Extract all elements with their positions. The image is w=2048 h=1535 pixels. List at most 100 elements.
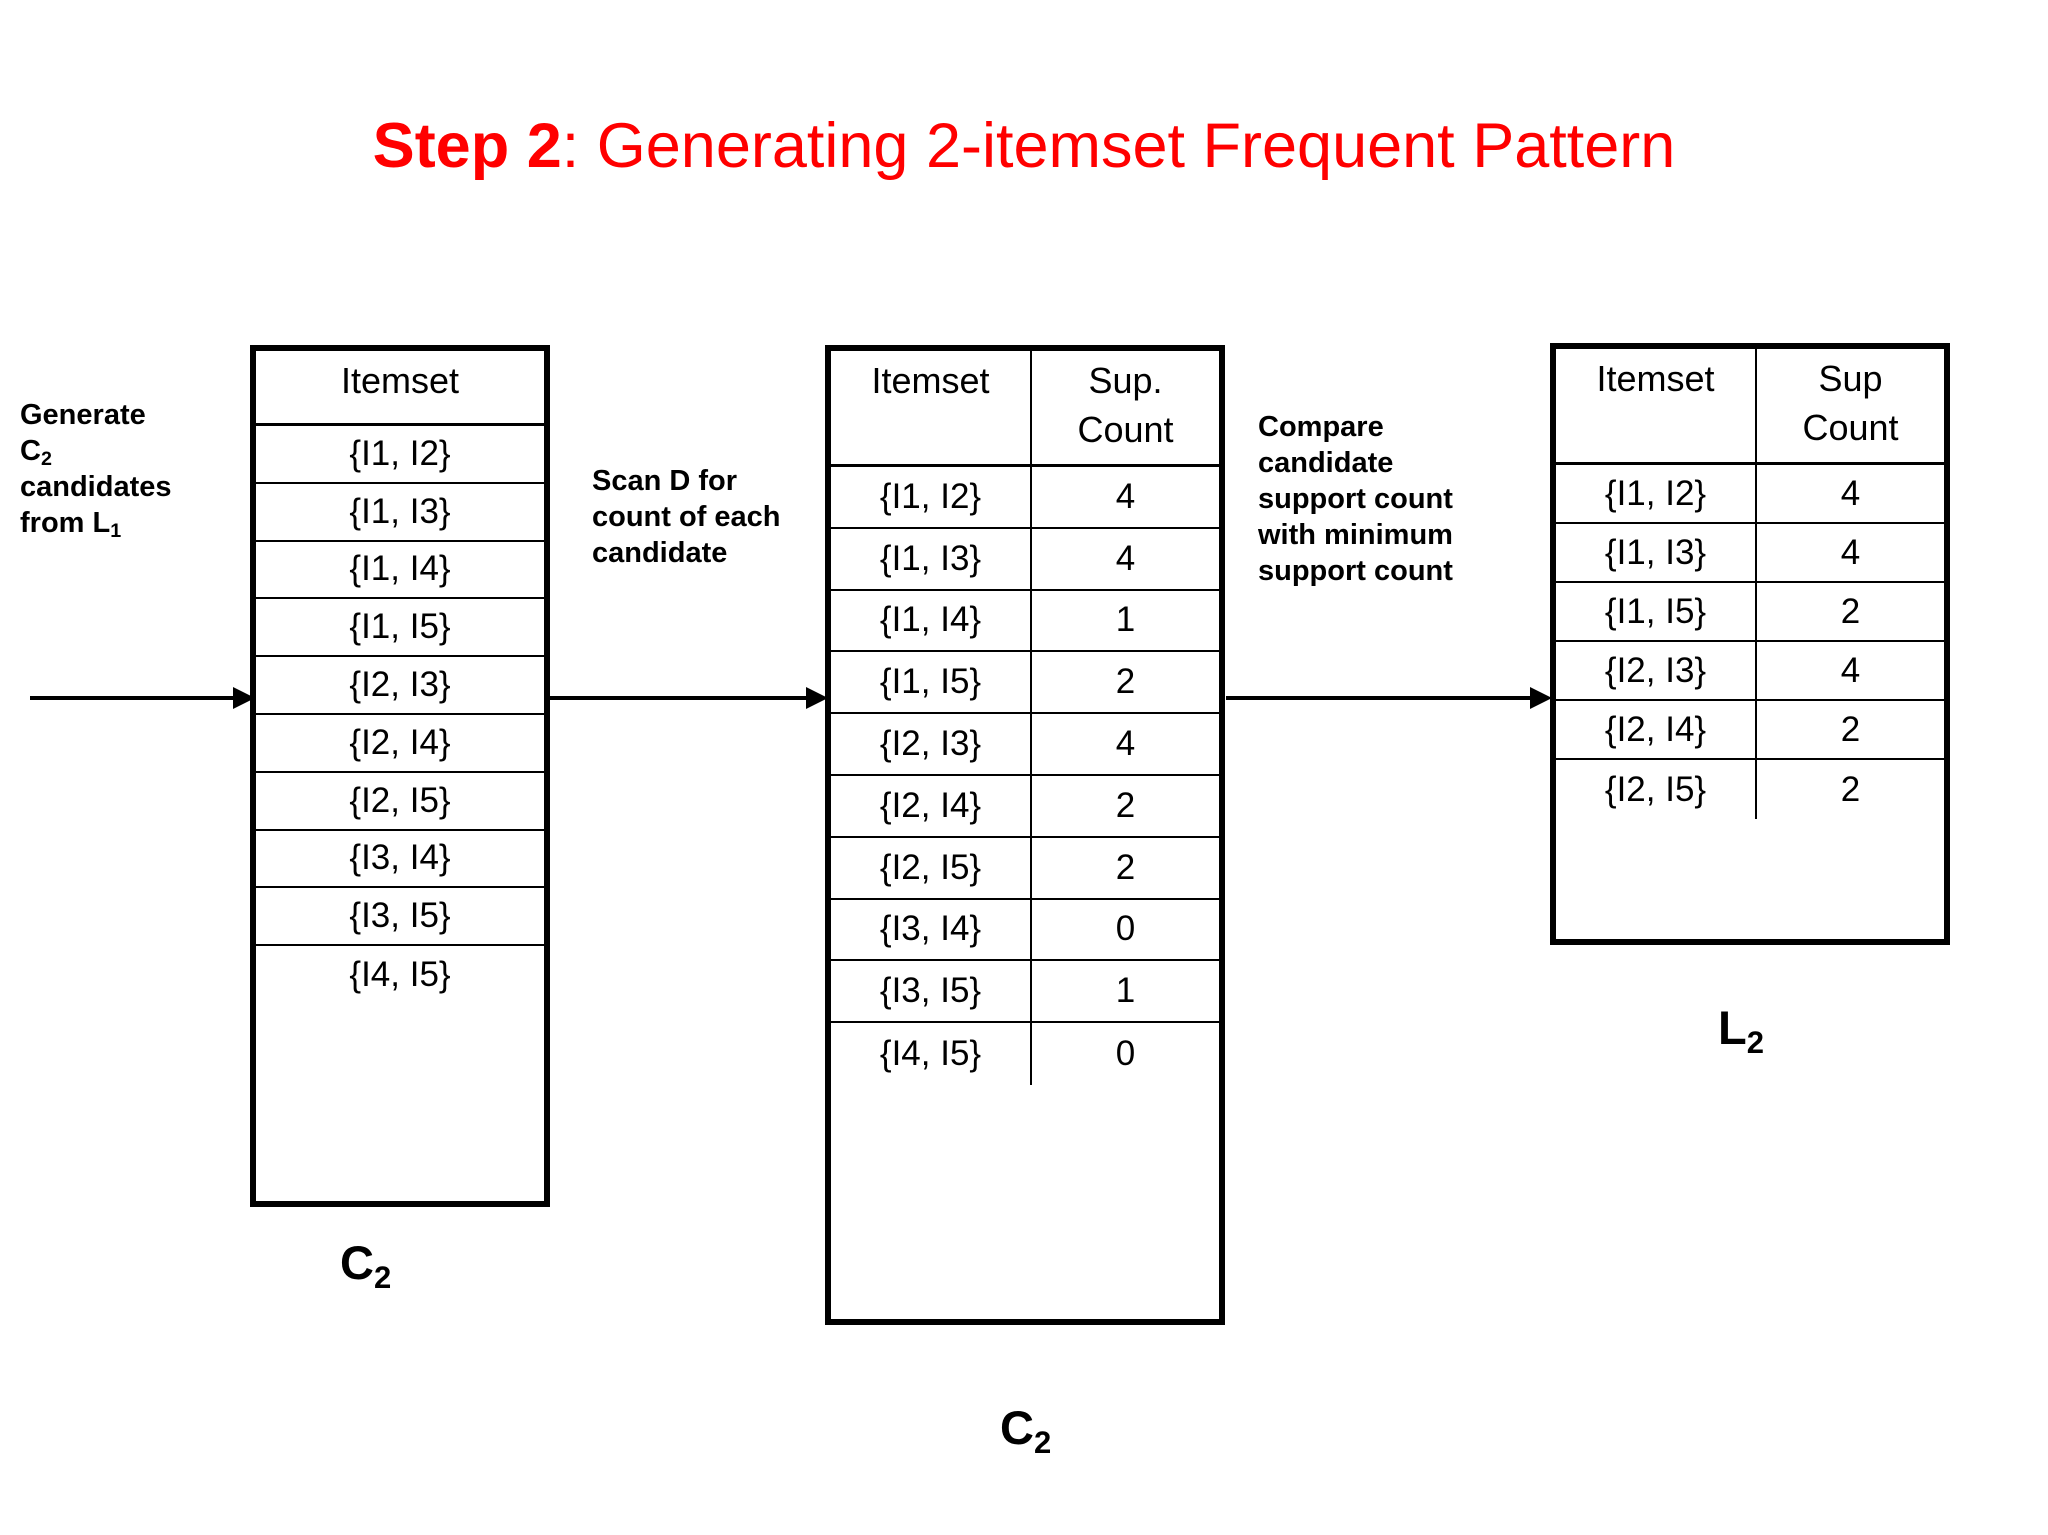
cell-sup-count: 0: [1115, 1034, 1136, 1074]
column-header-itemset: Itemset: [340, 360, 460, 401]
annotation-generate-subscript-2: 2: [40, 448, 52, 471]
cell-itemset: {I3, I4}: [831, 899, 1032, 960]
cell-itemset: {I1, I3}: [349, 491, 451, 531]
cell-itemset: {I1, I2}: [831, 467, 1032, 527]
cell-itemset: {I2, I4}: [831, 775, 1032, 836]
caption-l2: L2: [1718, 1000, 1764, 1060]
annotation-compare-support: Compare candidate support count with min…: [1258, 411, 1453, 587]
cell-itemset: {I2, I4}: [1556, 701, 1757, 758]
table-row: {I3, I4}: [256, 831, 544, 889]
cell-itemset: {I2, I3}: [349, 665, 451, 705]
cell-sup-count: 4: [1115, 476, 1136, 516]
cell-itemset: {I3, I5}: [349, 896, 451, 936]
table-row: {I1, I5} 2: [1556, 583, 1944, 642]
caption-c2-candidates: C2: [340, 1235, 391, 1295]
cell-sup-count: 2: [1840, 769, 1861, 809]
table-l2: Itemset Sup Count {I1, I2} 4 {I1, I3} 4 …: [1550, 343, 1950, 945]
cell-itemset: {I1, I5}: [349, 607, 451, 647]
column-header-itemset: Itemset: [1556, 349, 1757, 462]
cell-sup-count: 2: [1115, 847, 1136, 887]
arrow-head: [1530, 687, 1552, 709]
cell-sup-count: 2: [1115, 785, 1136, 825]
page-title-rest: : Generating 2-itemset Frequent Pattern: [561, 111, 1676, 181]
cell-itemset: {I3, I5}: [831, 961, 1032, 1022]
caption-subscript: 2: [1746, 1025, 1764, 1061]
annotation-generate-line-1: Generate: [20, 399, 146, 431]
cell-itemset: {I1, I3}: [831, 528, 1032, 589]
cell-itemset: {I1, I3}: [1556, 524, 1757, 581]
table-row: {I3, I5} 1: [831, 961, 1219, 1024]
table-row: {I4, I5}: [256, 946, 544, 1004]
arrow-compare: [1226, 687, 1552, 709]
cell-itemset: {I1, I4}: [349, 549, 451, 589]
arrow-head: [233, 687, 255, 709]
cell-sup-count: 4: [1840, 473, 1861, 513]
cell-itemset: {I1, I5}: [1556, 583, 1757, 640]
page-title-emphasis: Step 2: [372, 111, 562, 181]
cell-itemset: {I1, I5}: [831, 652, 1032, 713]
table-row: {I2, I3} 4: [1556, 642, 1944, 701]
cell-sup-count: 2: [1115, 662, 1136, 702]
arrow-generate: [30, 687, 255, 709]
table-row: {I1, I3} 4: [831, 528, 1219, 591]
cell-itemset: {I2, I5}: [349, 780, 451, 820]
cell-itemset: {I3, I4}: [349, 838, 451, 878]
cell-itemset: {I2, I4}: [349, 722, 451, 762]
caption-c2-counts: C2: [1000, 1400, 1051, 1460]
cell-sup-count: 4: [1115, 724, 1136, 764]
column-header-sup-count: Sup Count: [1802, 358, 1899, 448]
table-c2-counts: Itemset Sup. Count {I1, I2} 4 {I1, I3} 4…: [825, 345, 1225, 1325]
cell-sup-count: 0: [1115, 909, 1136, 949]
column-header-sup-count: Sup. Count: [1077, 360, 1174, 450]
annotation-generate-line-3: candidates: [20, 470, 172, 503]
cell-sup-count: 2: [1840, 591, 1861, 631]
cell-sup-count: 2: [1840, 709, 1861, 749]
cell-sup-count: 4: [1115, 538, 1136, 578]
table-header-row: Itemset: [256, 351, 544, 426]
caption-base: C: [340, 1236, 374, 1289]
cell-sup-count: 4: [1840, 650, 1861, 690]
arrow-shaft: [1226, 696, 1532, 700]
table-row: {I2, I4}: [256, 715, 544, 773]
table-row: {I1, I2} 4: [1556, 465, 1944, 524]
table-row: {I1, I4} 1: [831, 590, 1219, 653]
arrow-head: [806, 687, 828, 709]
annotation-generate-subscript-1: 1: [110, 520, 122, 543]
table-row: {I2, I5}: [256, 773, 544, 831]
table-row: {I2, I5} 2: [1556, 760, 1944, 819]
column-header-itemset: Itemset: [831, 351, 1032, 464]
cell-itemset: {I2, I5}: [1556, 760, 1757, 819]
cell-itemset: {I1, I2}: [1556, 465, 1757, 522]
table-row: {I2, I3}: [256, 657, 544, 715]
table-row: {I1, I4}: [256, 542, 544, 600]
cell-itemset: {I2, I3}: [831, 714, 1032, 774]
table-row: {I3, I4} 0: [831, 899, 1219, 962]
table-row: {I1, I5}: [256, 599, 544, 658]
cell-itemset: {I1, I4}: [831, 590, 1032, 651]
table-header-row: Itemset Sup. Count: [831, 351, 1219, 467]
table-row: {I4, I5} 0: [831, 1023, 1219, 1085]
table-row: {I1, I5} 2: [831, 652, 1219, 715]
annotation-generate-candidates: Generate C2 candidates from L1: [20, 399, 172, 543]
table-row: {I2, I3} 4: [831, 714, 1219, 776]
cell-itemset: {I4, I5}: [831, 1023, 1032, 1085]
table-row: {I3, I5}: [256, 888, 544, 947]
table-row: {I1, I2} 4: [831, 467, 1219, 529]
caption-subscript: 2: [1033, 1425, 1052, 1461]
table-header-row: Itemset Sup Count: [1556, 349, 1944, 465]
cell-sup-count: 1: [1115, 971, 1136, 1011]
annotation-scan-database: Scan D for count of each candidate: [592, 465, 781, 569]
cell-sup-count: 1: [1115, 600, 1136, 640]
table-c2-candidates: Itemset {I1, I2} {I1, I3} {I1, I4} {I1, …: [250, 345, 550, 1207]
caption-subscript: 2: [373, 1260, 392, 1296]
arrow-scan: [550, 687, 828, 709]
table-row: {I2, I4} 2: [1556, 701, 1944, 760]
arrow-shaft: [550, 696, 808, 700]
caption-base: C: [1000, 1401, 1034, 1454]
table-row: {I1, I2}: [256, 426, 544, 484]
table-row: {I1, I3} 4: [1556, 524, 1944, 583]
caption-base: L: [1718, 1001, 1747, 1054]
table-row: {I2, I4} 2: [831, 775, 1219, 838]
cell-itemset: {I4, I5}: [349, 955, 451, 995]
